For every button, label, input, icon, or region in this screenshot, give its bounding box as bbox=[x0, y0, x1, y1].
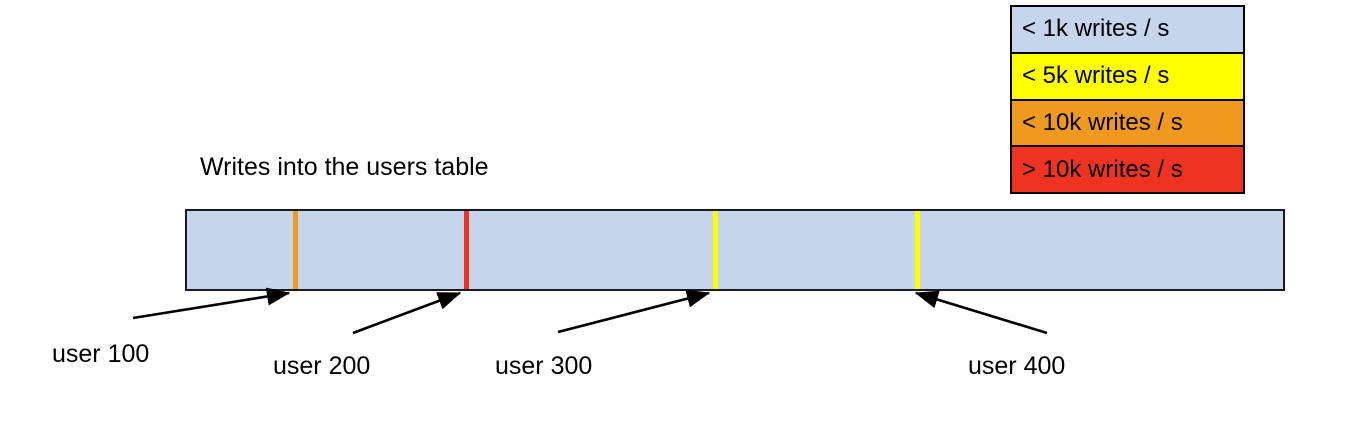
legend-row-under-10k: < 10k writes / s bbox=[1012, 100, 1243, 148]
user-100-marker bbox=[293, 211, 298, 289]
legend-label-over-10k: > 10k writes / s bbox=[1022, 155, 1183, 183]
user-400-label: user 400 bbox=[968, 352, 1066, 380]
legend-row-under-5k: < 5k writes / s bbox=[1012, 53, 1243, 101]
user-300-arrow bbox=[557, 289, 711, 334]
legend-row-under-1k: < 1k writes / s bbox=[1012, 7, 1243, 54]
user-300-label: user 300 bbox=[495, 352, 593, 380]
user-200-arrow bbox=[352, 291, 462, 335]
legend-row-over-10k: > 10k writes / s bbox=[1012, 147, 1243, 192]
user-200-label: user 200 bbox=[273, 352, 371, 380]
user-400-marker bbox=[915, 211, 920, 289]
user-100-label: user 100 bbox=[52, 340, 150, 368]
user-300-marker bbox=[713, 211, 718, 289]
legend-label-under-1k: < 1k writes / s bbox=[1022, 15, 1170, 43]
chart-title: Writes into the users table bbox=[200, 153, 489, 181]
user-100-arrow bbox=[132, 287, 291, 320]
user-400-arrow bbox=[914, 290, 1048, 335]
legend-label-under-10k: < 10k writes / s bbox=[1022, 108, 1183, 136]
users-table-band bbox=[185, 209, 1285, 291]
user-200-marker bbox=[464, 211, 469, 289]
legend-label-under-5k: < 5k writes / s bbox=[1022, 62, 1170, 90]
legend: < 1k writes / s < 5k writes / s < 10k wr… bbox=[1010, 5, 1245, 194]
